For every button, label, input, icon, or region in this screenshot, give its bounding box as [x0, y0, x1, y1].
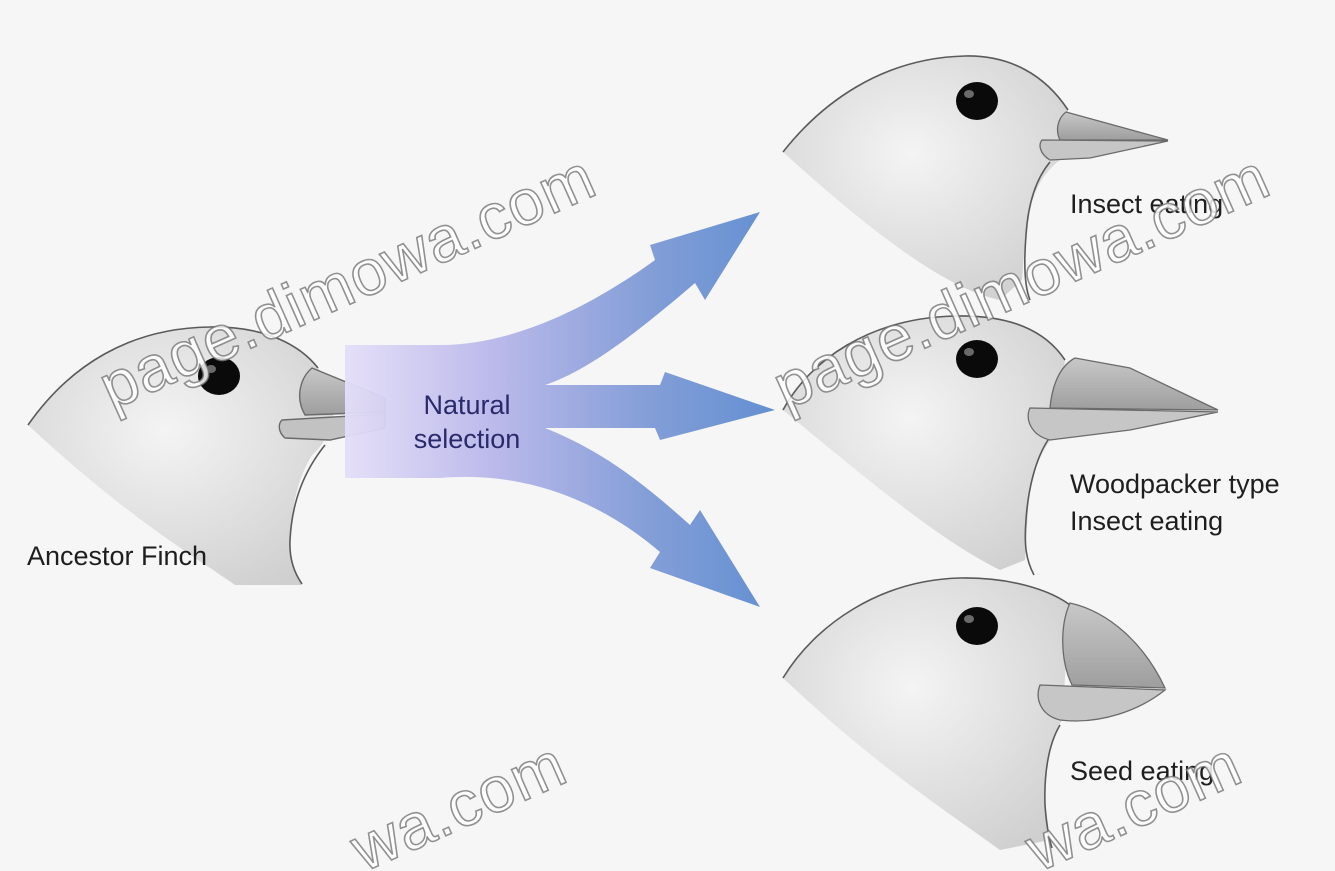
- woodpacker-label-line2: Insect eating: [1070, 503, 1223, 539]
- ancestor-finch-label: Ancestor Finch: [27, 538, 207, 574]
- insect-eating-eye: [956, 82, 998, 120]
- woodpacker-label-line1: Woodpacker type: [1070, 466, 1280, 502]
- natural-selection-line1: Natural: [392, 388, 542, 422]
- seed-eating-eye: [956, 607, 998, 645]
- natural-selection-line2: selection: [392, 422, 542, 456]
- natural-selection-label: Natural selection: [392, 388, 542, 456]
- insect-eating-beak: [1040, 112, 1168, 160]
